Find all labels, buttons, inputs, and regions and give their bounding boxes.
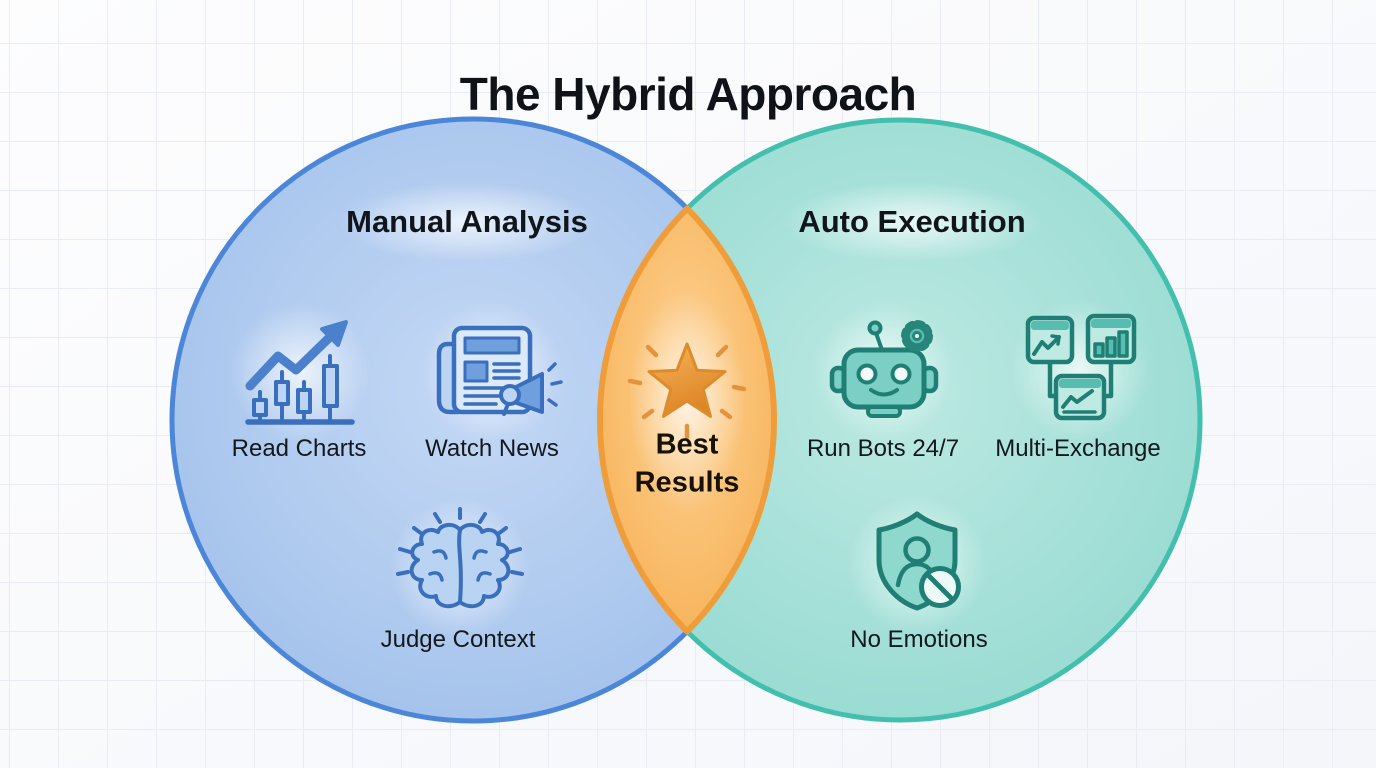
read-charts-label: Read Charts [231, 435, 367, 462]
robot-gear-icon [829, 320, 939, 418]
manual-analysis-heading: Manual Analysis [346, 204, 588, 239]
star-icon [627, 342, 747, 440]
watch-news-label: Watch News [425, 435, 559, 462]
newspaper-megaphone-icon [436, 325, 563, 416]
no-emotions-label: No Emotions [850, 626, 988, 653]
shield-no-emotion-icon [876, 511, 961, 611]
glow [337, 182, 597, 262]
multi-window-chart-icon [1025, 313, 1137, 421]
auto-execution-heading: Auto Execution [798, 204, 1026, 239]
judge-context-label: Judge Context [380, 626, 536, 653]
candlestick-chart-icon [245, 320, 355, 425]
best-results-label: Best Results [634, 428, 740, 499]
page-title: The Hybrid Approach [459, 67, 917, 120]
run-bots-label: Run Bots 24/7 [806, 435, 960, 462]
glow [782, 182, 1042, 262]
brain-icon [396, 507, 524, 609]
multi-exchange-label: Multi-Exchange [995, 435, 1161, 462]
